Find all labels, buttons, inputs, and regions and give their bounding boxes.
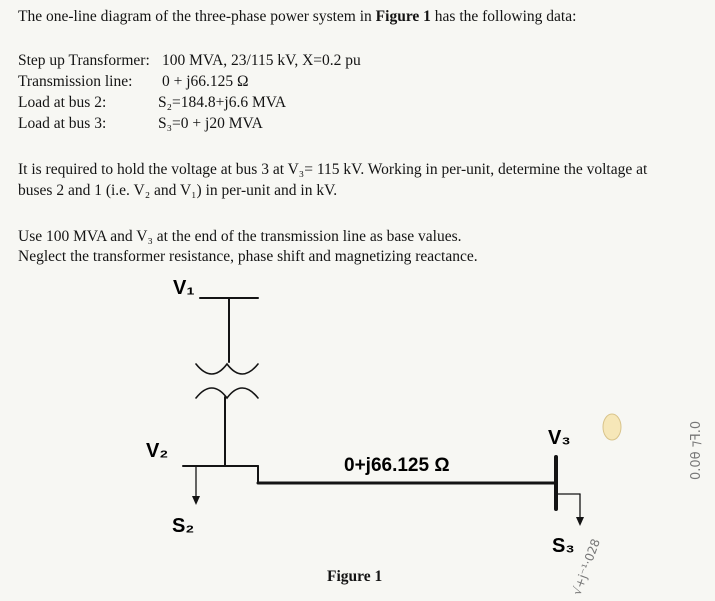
data-label-line: Transmission line:	[18, 73, 133, 90]
data-label-load2: Load at bus 2:	[18, 94, 107, 111]
line-impedance-label: 0+j66.125 Ω	[344, 455, 450, 476]
highlighter-mark	[602, 413, 622, 441]
bus2-label: V₂	[146, 440, 168, 462]
data-value-load2: S₂=184.8+j6.6 MVA	[158, 94, 287, 111]
requirement-line-2: buses 2 and 1 (i.e. V₂ and V₁) in per-un…	[18, 182, 338, 199]
load3-arrowhead	[576, 517, 584, 526]
bus3-label: V₃	[548, 427, 571, 449]
load2-label: S₂	[172, 515, 194, 537]
intro-text: The one-line diagram of the three-phase …	[18, 8, 576, 26]
data-value-transformer: 100 MVA, 23/115 kV, X=0.2 pu	[162, 52, 361, 69]
bus1-label: V₁	[173, 277, 195, 299]
bottom-handwriting: √+j⁻¹·028	[570, 537, 603, 597]
intro-post: has the following data:	[430, 8, 577, 25]
data-label-load3: Load at bus 3:	[18, 115, 107, 132]
margin-handwriting: 0.0θ ⁊ꟻ.0	[689, 421, 704, 480]
transformer-secondary-coil	[195, 387, 259, 400]
load3-label: S₃	[552, 535, 575, 557]
base-line-2: Neglect the transformer resistance, phas…	[18, 248, 478, 265]
intro-pre: The one-line diagram of the three-phase …	[18, 8, 376, 25]
requirement-line-1: It is required to hold the voltage at bu…	[18, 161, 648, 178]
data-value-line: 0 + j66.125 Ω	[162, 73, 249, 90]
figure-caption: Figure 1	[327, 568, 383, 585]
base-line-1: Use 100 MVA and V₃ at the end of the tra…	[18, 228, 462, 245]
data-value-load3: S₃=0 + j20 MVA	[158, 115, 263, 132]
load2-arrowhead	[192, 496, 200, 505]
figure-ref: Figure 1	[375, 8, 431, 25]
data-label-transformer: Step up Transformer:	[18, 52, 150, 69]
transformer-primary-coil	[195, 362, 259, 375]
